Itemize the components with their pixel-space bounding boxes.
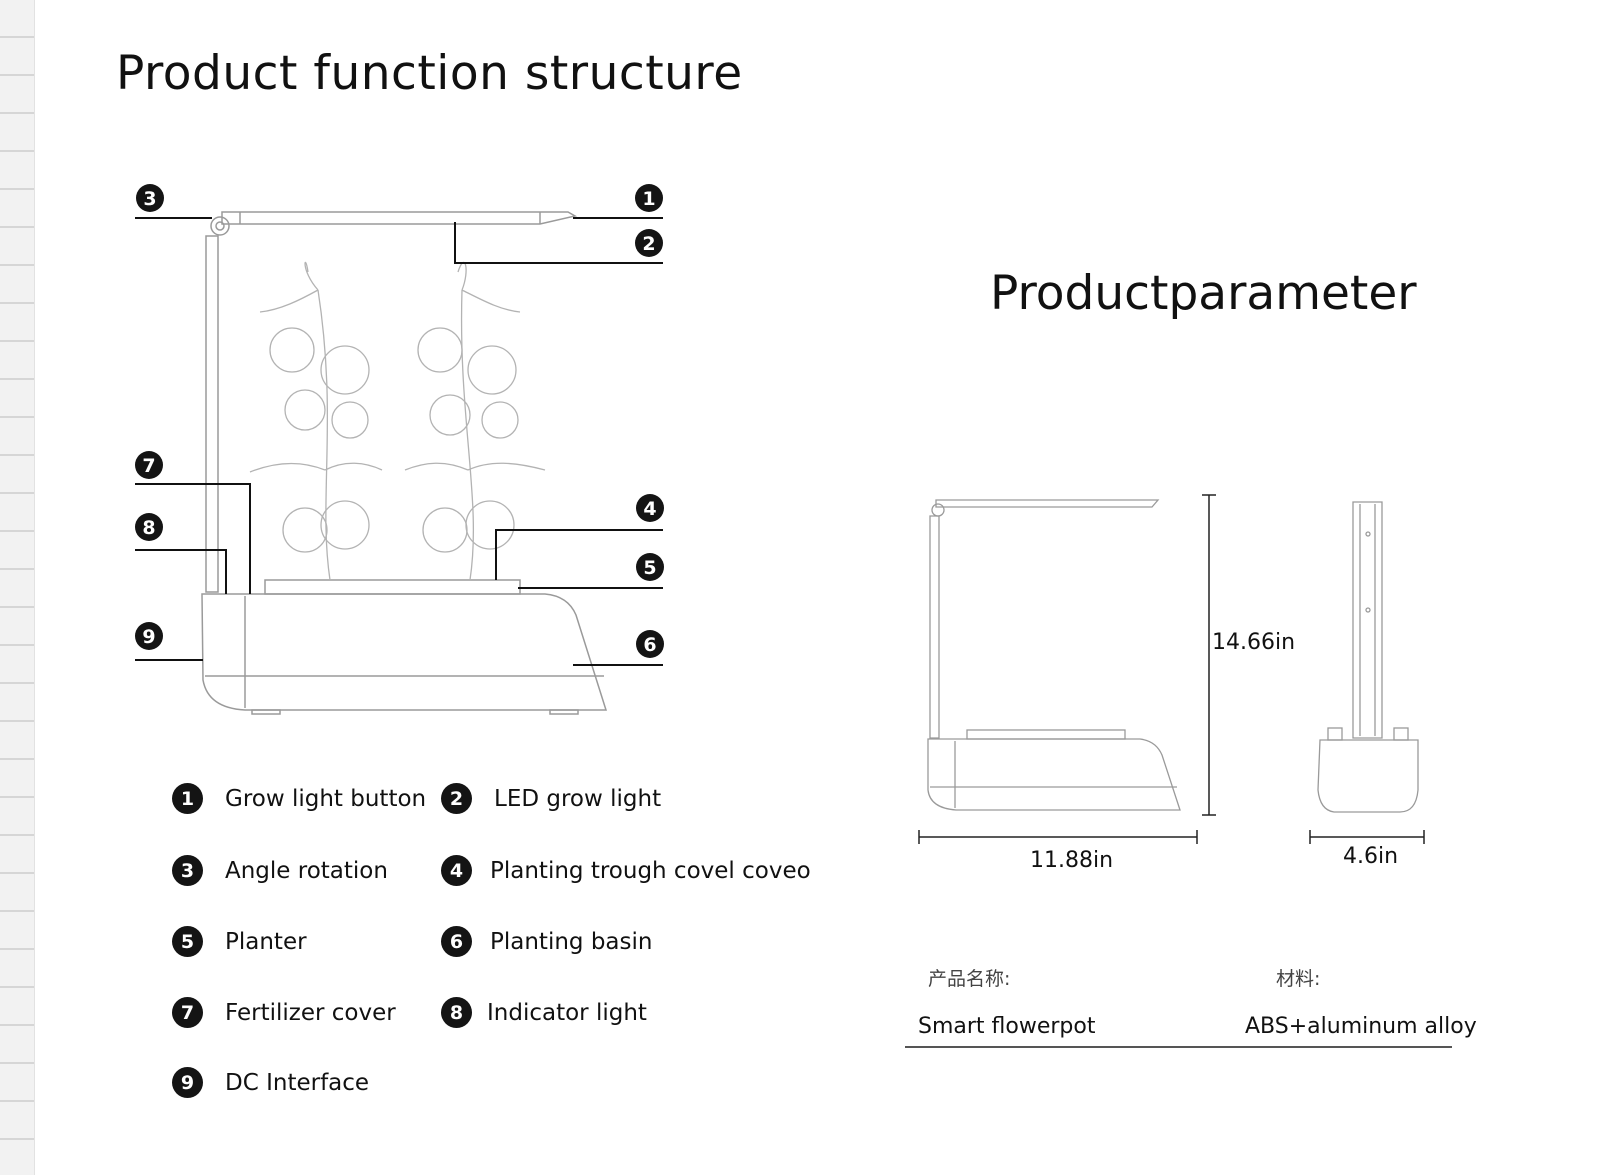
callout-badge-5: 5 [636, 553, 664, 581]
product-name-label: 产品名称: [928, 968, 1011, 990]
callout-badge-8: 8 [135, 513, 163, 541]
legend-label: Angle rotation [225, 857, 388, 884]
led-light-arm [221, 211, 578, 225]
callout-badge-7: 7 [135, 451, 163, 479]
front-base [927, 738, 1181, 811]
callout-7-label: 7 [142, 455, 155, 477]
front-view-drawing [918, 494, 1216, 844]
callout-badge-6: 6 [636, 630, 664, 658]
side-base [1317, 739, 1419, 813]
legend-label: Planter [225, 928, 307, 955]
page-title: Product function structure [116, 46, 743, 101]
leader-line-8 [135, 549, 227, 594]
front-pivot [931, 503, 945, 517]
callout-6-label: 6 [643, 634, 656, 656]
legend-item-9: 9 DC Interface [172, 1067, 369, 1098]
legend-label: LED grow light [494, 785, 662, 812]
front-light-arm [935, 499, 1160, 508]
left-edge-strip [0, 0, 35, 1175]
callout-8-label: 8 [142, 517, 155, 539]
legend-number: 2 [441, 783, 472, 814]
callout-1-label: 1 [642, 188, 655, 210]
callout-badge-2: 2 [635, 229, 663, 257]
side-view-drawing [1309, 501, 1425, 844]
callout-2-label: 2 [642, 233, 655, 255]
leader-line-2 [454, 222, 663, 264]
plant-illustration [249, 261, 546, 581]
legend-item-3: 3 Angle rotation [172, 855, 388, 886]
support-pole [205, 235, 219, 593]
legend-number: 9 [172, 1067, 203, 1098]
legend-label: Planting basin [490, 928, 653, 955]
legend-item-4: 4 Planting trough covel coveo [441, 855, 811, 886]
callout-4-label: 4 [643, 498, 656, 520]
side-pole [1352, 501, 1383, 739]
legend-number: 8 [441, 997, 472, 1028]
callout-badge-3: 3 [136, 184, 164, 212]
product-structure-diagram: 3 1 2 7 8 9 4 5 6 [135, 184, 664, 715]
legend-item-6: 6 Planting basin [441, 926, 652, 957]
front-trough-cover [966, 729, 1126, 740]
parameter-divider [905, 1046, 1452, 1048]
planting-basin [201, 593, 608, 711]
callout-badge-1: 1 [635, 184, 663, 212]
material-value: ABS+aluminum alloy [1245, 1014, 1477, 1039]
front-pole [929, 515, 940, 739]
angle-rotation-pivot [210, 216, 230, 236]
material-label: 材料: [1276, 968, 1321, 990]
legend-number: 5 [172, 926, 203, 957]
legend-item-8: 8 Indicator light [441, 997, 647, 1028]
legend-number: 1 [172, 783, 203, 814]
legend-item-1: 1 Grow light button [172, 783, 426, 814]
legend-label: Fertilizer cover [225, 999, 396, 1026]
legend-label: Indicator light [487, 999, 647, 1026]
depth-dimension-label: 4.6in [1343, 844, 1399, 869]
leader-line-4 [495, 529, 663, 580]
legend-item-2: 2 LED grow light [441, 783, 661, 814]
height-dimension-label: 14.66in [1212, 630, 1296, 655]
parameter-title: Productparameter [990, 266, 1417, 321]
callout-9-label: 9 [142, 626, 155, 648]
legend-number: 7 [172, 997, 203, 1028]
product-name-value: Smart flowerpot [918, 1014, 1096, 1039]
callout-badge-9: 9 [135, 622, 163, 650]
legend-number: 6 [441, 926, 472, 957]
legend-label: DC Interface [225, 1069, 370, 1096]
callout-5-label: 5 [643, 557, 656, 579]
legend-label: Grow light button [225, 785, 427, 812]
legend-number: 3 [172, 855, 203, 886]
legend-number: 4 [441, 855, 472, 886]
width-dimension-label: 11.88in [1030, 848, 1114, 873]
legend-item-7: 7 Fertilizer cover [172, 997, 396, 1028]
leader-line-7 [135, 483, 251, 594]
trough-cover [264, 579, 521, 595]
callout-badge-4: 4 [636, 494, 664, 522]
callout-3-label: 3 [143, 188, 156, 210]
legend-item-5: 5 Planter [172, 926, 307, 957]
legend-label: Planting trough covel coveo [490, 857, 811, 884]
